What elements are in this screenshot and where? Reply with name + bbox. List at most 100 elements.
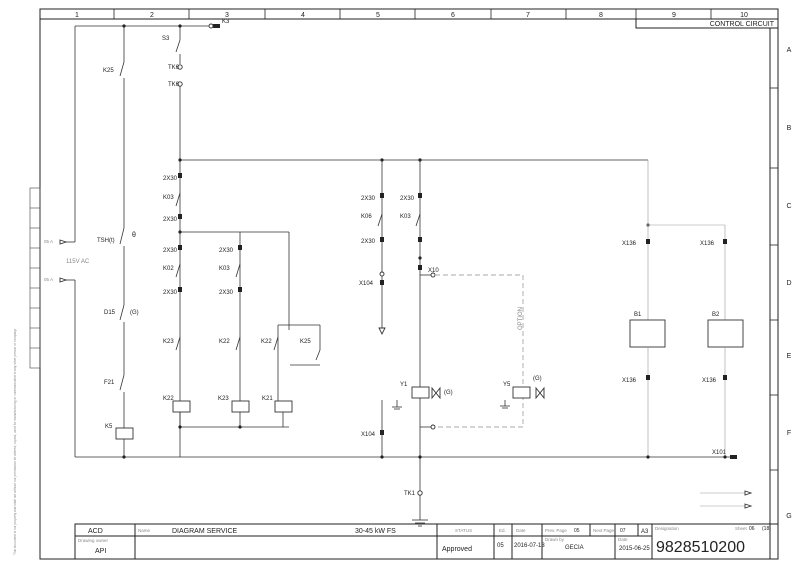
- supply-label: 115V AC: [66, 259, 90, 265]
- label-x104a: X104: [359, 281, 374, 287]
- tb-sheet-label: Sheet: [735, 526, 748, 531]
- col-8: 8: [599, 12, 603, 19]
- label-x30-5: 2X30: [219, 248, 234, 254]
- label-x136d: X136: [702, 378, 717, 384]
- tb-sheet: 06: [749, 526, 755, 532]
- label-k21: K21: [262, 396, 273, 402]
- col-2: 2: [150, 12, 154, 19]
- tb-date-label: Date: [516, 528, 526, 533]
- tb-date: 2016-07-13: [514, 543, 545, 549]
- col-10: 10: [740, 12, 748, 19]
- side-note: This document is our property and shall …: [13, 329, 17, 555]
- tb-name: DIAGRAM SERVICE: [172, 528, 238, 535]
- label-x30-7: 2X30: [361, 196, 376, 202]
- row-e: E: [787, 353, 792, 360]
- label-x30-9: 2X30: [400, 196, 415, 202]
- tb-sheets: (18): [762, 526, 771, 532]
- sensor-b2: [707, 319, 744, 348]
- tb-ed: 05: [497, 543, 504, 549]
- label-x30-6: 2X30: [219, 290, 234, 296]
- row-f: F: [787, 430, 791, 437]
- tb-drawn: GECIA: [565, 545, 584, 551]
- tb-designation-label: Designation: [655, 526, 679, 531]
- tb-prev-label: Prev. Page: [545, 528, 567, 533]
- label-x30-2: 2X30: [163, 217, 178, 223]
- label-k23a: K23: [163, 339, 174, 345]
- label-d15: D15: [104, 310, 116, 316]
- tb-status: Approved: [442, 546, 472, 553]
- tb-number: 9828510200: [656, 539, 745, 556]
- tb-owner-label: Drawing owner: [78, 538, 109, 543]
- label-y5: Y5: [503, 382, 511, 388]
- title-block: [74, 523, 779, 560]
- tb-prev: 05: [574, 528, 580, 534]
- label-x30-4: 2X30: [163, 290, 178, 296]
- column-ruler: [113, 9, 712, 19]
- coil-k5: [115, 427, 134, 440]
- tb-size: A3: [641, 529, 649, 535]
- label-k25a: K25: [103, 68, 114, 74]
- col-3: 3: [225, 12, 229, 19]
- label-k03b: K03: [219, 266, 230, 272]
- label-b1: B1: [634, 312, 642, 318]
- coil-k23: [231, 400, 250, 413]
- col-9: 9: [672, 12, 676, 19]
- coil-k22: [172, 400, 191, 413]
- coil-y5: [512, 386, 531, 399]
- label-tk6a: TK6: [168, 65, 180, 71]
- label-x10: X10: [428, 268, 439, 274]
- label-theta: θ: [132, 232, 136, 239]
- row-d: D: [786, 280, 791, 287]
- label-tk6b: TK6: [168, 82, 180, 88]
- label-s3: S3: [162, 36, 170, 42]
- drawing-frame: [39, 8, 779, 560]
- label-k06: K06: [361, 214, 372, 220]
- label-k03a: K03: [163, 195, 174, 201]
- label-y1-tag: (G): [444, 390, 453, 396]
- coil-k21: [274, 400, 293, 413]
- label-k02a: K02: [163, 266, 174, 272]
- label-k25b: K25: [300, 339, 311, 345]
- label-k22a: K22: [163, 396, 174, 402]
- row-a: A: [787, 47, 792, 54]
- option-dashed-loop: [435, 274, 524, 428]
- label-x136c: X136: [622, 378, 637, 384]
- label-x30-1: 2X30: [163, 176, 178, 182]
- left-margin-boxes: [29, 187, 41, 369]
- tb-status-label: STATUS: [455, 528, 472, 533]
- row-b: B: [787, 125, 792, 132]
- label-k22c: K22: [261, 339, 272, 345]
- sensor-b1: [629, 319, 666, 348]
- label-d15-tag: (G): [130, 310, 139, 316]
- tb-company: ACD: [88, 528, 103, 535]
- label-f21: F21: [104, 380, 115, 386]
- label-x30-3: 2X30: [163, 248, 178, 254]
- tb-date2-label: Date: [618, 537, 628, 542]
- tb-next: 07: [620, 528, 626, 534]
- label-option: OPTION: [518, 307, 524, 330]
- label-x101: X101: [712, 450, 727, 456]
- tb-drawn-label: Drawn by: [545, 537, 565, 542]
- label-b2: B2: [712, 312, 720, 318]
- label-tk1: TK1: [404, 491, 416, 497]
- label-x136b: X136: [700, 241, 715, 247]
- tb-owner: API: [95, 548, 106, 555]
- label-y5-tag: (G): [533, 376, 542, 382]
- row-c: C: [786, 203, 791, 210]
- col-5: 5: [376, 12, 380, 19]
- label-x136a: X136: [622, 241, 637, 247]
- label-k03c: K03: [400, 214, 411, 220]
- tb-ed-label: Ed.: [499, 528, 506, 533]
- label-tsh: TSH(t): [97, 238, 115, 244]
- label-x30-8: 2X30: [361, 239, 376, 245]
- tb-date2: 2015-06-25: [619, 546, 650, 552]
- label-x104b: X104: [361, 432, 376, 438]
- label-y1: Y1: [400, 382, 408, 388]
- row-g: G: [786, 513, 791, 520]
- label-k22b: K22: [219, 339, 230, 345]
- coil-y1: [411, 386, 430, 399]
- label-k23b: K23: [218, 396, 229, 402]
- tb-name-label: Name: [138, 528, 151, 533]
